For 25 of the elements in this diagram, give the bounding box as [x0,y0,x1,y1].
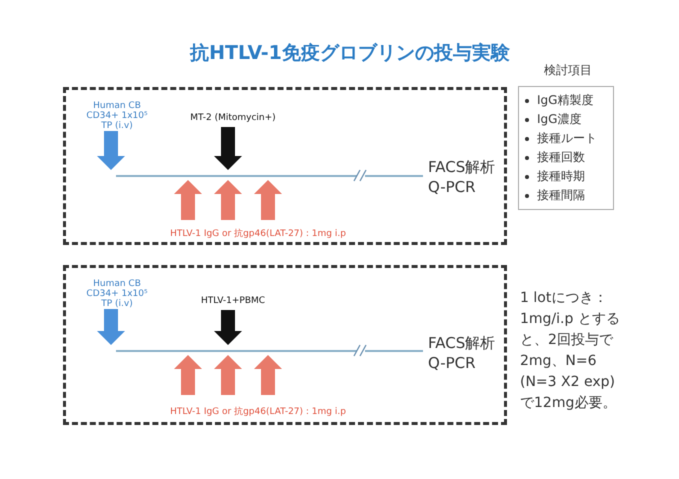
block-arrow [214,127,242,170]
list-heading: 検討項目 [543,62,593,79]
title: 抗HTLV-1免疫グロブリンの投与実験 [188,41,511,66]
block-arrow [97,309,125,345]
list-item: 接種間隔 [537,187,585,204]
panel-frame [63,87,507,245]
result-label: FACS解析 [428,334,496,353]
block-arrow [97,131,125,170]
result-label: Q-PCR [428,354,476,372]
block-arrow [254,180,282,220]
block-arrow [214,355,242,395]
result-label: Q-PCR [428,178,476,196]
panel-frame [63,265,507,425]
block-arrow [214,180,242,220]
result-label: FACS解析 [428,158,496,177]
block-arrow [254,355,282,395]
list-item: 接種ルート [537,130,597,147]
list-item: IgG精製度 [537,92,594,109]
list-item: IgG濃度 [537,111,582,128]
block-arrow [214,310,242,345]
list-item: 接種時期 [537,168,585,185]
note-text: 1 lotにつき：1mg/i.p とすると、2回投与で2mg、N=6 (N=3 X2 exp)で12mg必要。 [520,289,620,413]
block-arrow [174,355,202,395]
block-arrow [174,180,202,220]
list-item: 接種回数 [537,149,585,166]
